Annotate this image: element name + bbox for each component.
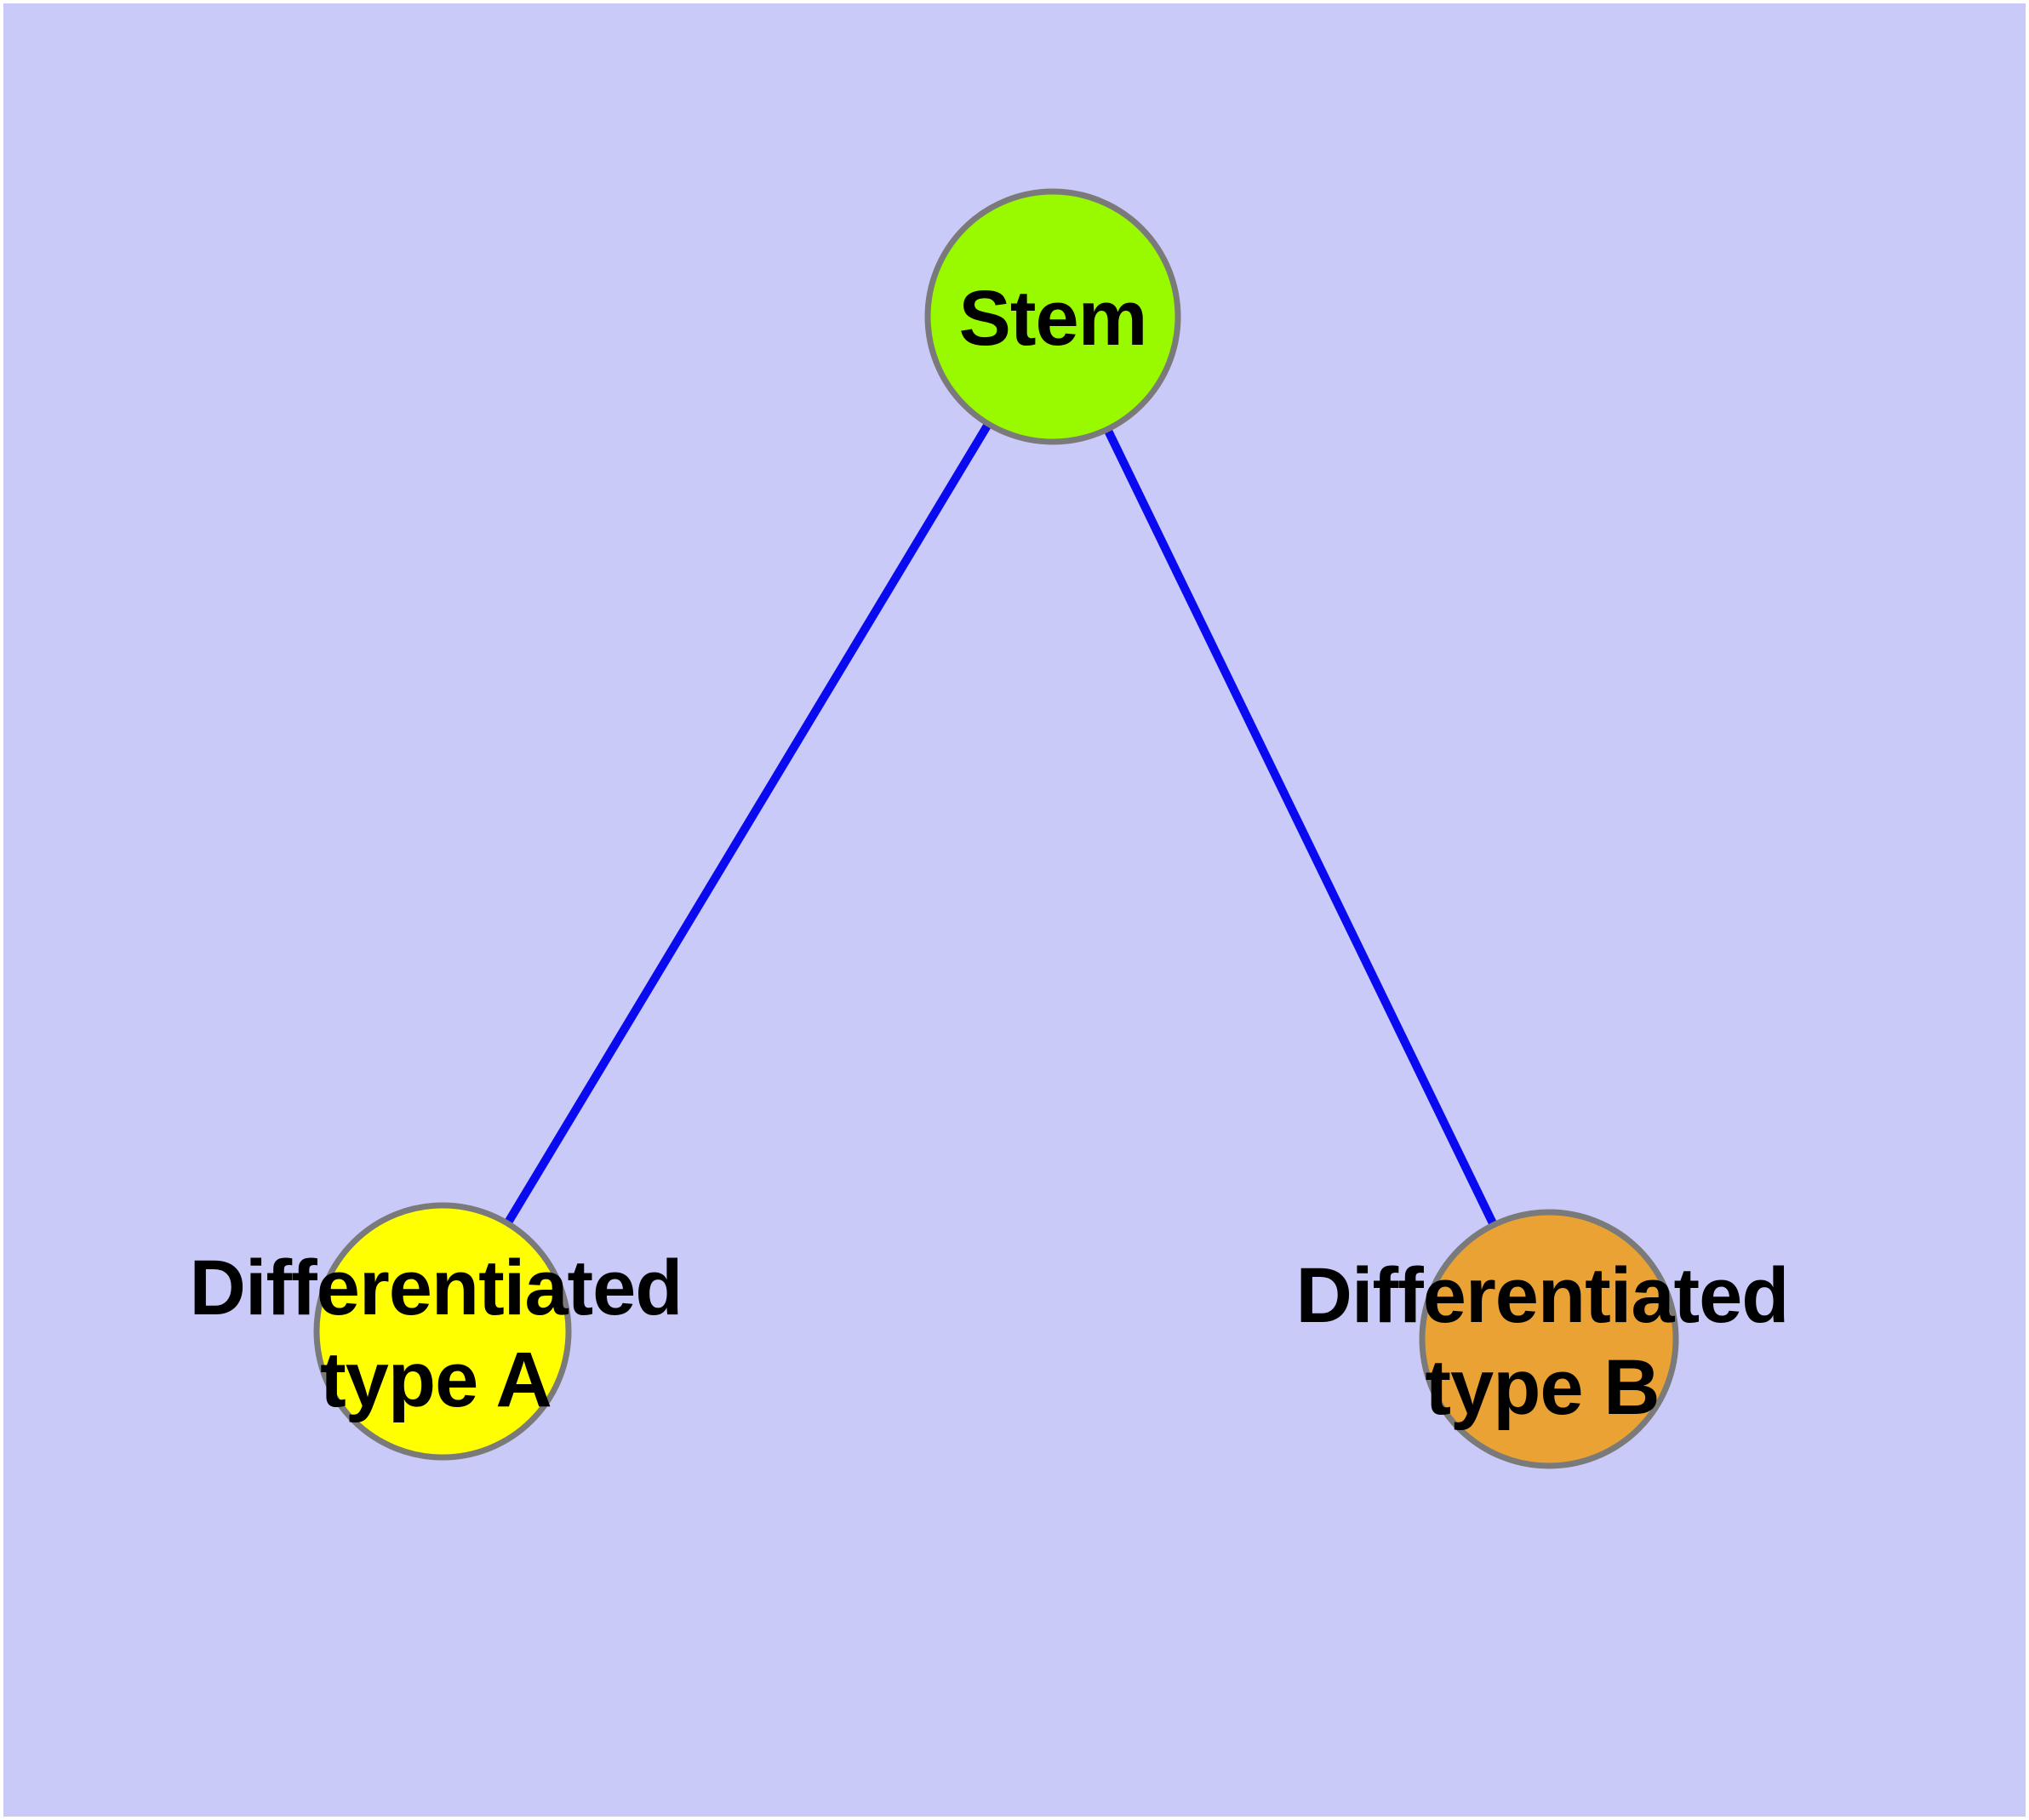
node-differentiated-type-b-circle [1419, 1209, 1679, 1469]
node-differentiated-type-b-label: Differentiated type B [1295, 1250, 1790, 1434]
node-differentiated-type-a-label-line2: type A [320, 1336, 552, 1423]
node-differentiated-type-b-label-line2: type B [1425, 1344, 1660, 1431]
node-differentiated-type-a-label: Differentiated type A [190, 1242, 683, 1426]
node-stem-label-line: Stem [958, 275, 1148, 362]
node-differentiated-type-a-label-line1: Differentiated [189, 1245, 683, 1331]
edge-stem-to-type-a [438, 314, 1057, 1334]
node-differentiated-type-b-label-line1: Differentiated [1295, 1252, 1790, 1339]
node-differentiated-type-a-circle [313, 1202, 572, 1461]
node-stem-label: Stem [958, 272, 1148, 364]
edge-stem-to-type-b [1049, 314, 1553, 1342]
node-stem-circle [924, 188, 1181, 445]
